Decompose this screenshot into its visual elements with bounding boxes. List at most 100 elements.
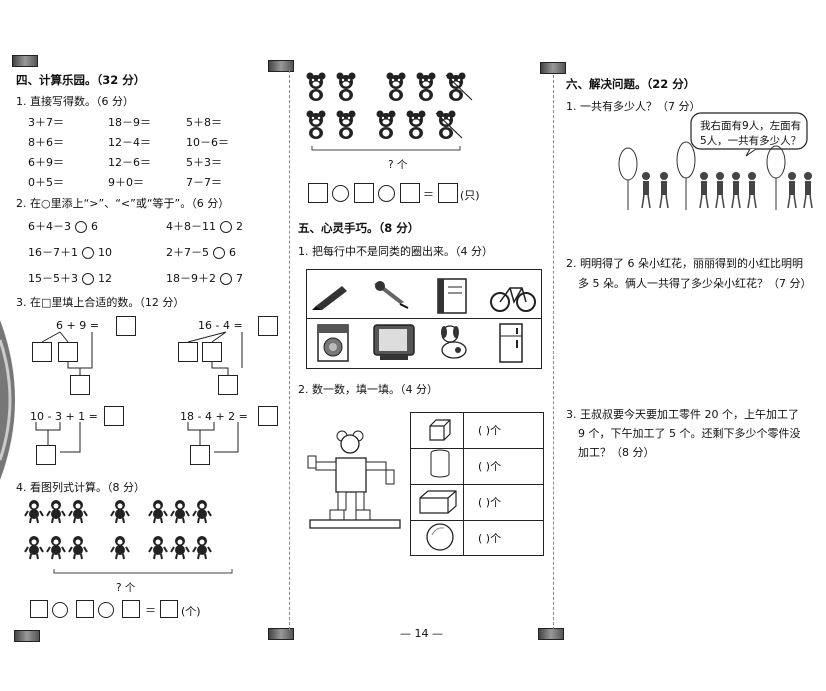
cylinder-icon (430, 449, 450, 478)
refrigerator-icon[interactable] (498, 322, 526, 364)
answer-box[interactable] (308, 183, 328, 203)
compare-circle[interactable] (220, 221, 232, 233)
cuboid-icon (419, 490, 457, 514)
compare-left: 6＋4－3 (28, 220, 71, 233)
tree-expression: 10 - 3 + 1 = (30, 410, 98, 423)
answer-box[interactable] (58, 342, 78, 362)
calc-item: 18－9＝ (108, 116, 151, 129)
shape-count-table (410, 412, 544, 556)
pen-icon[interactable] (370, 280, 410, 310)
compare-circle[interactable] (213, 247, 225, 259)
crayon-icon[interactable] (312, 282, 350, 310)
shape-count-cell[interactable]: ( )个 (478, 532, 502, 545)
tree-expression: 16 - 4 = (198, 319, 243, 332)
answer-box[interactable] (258, 316, 278, 336)
speech-bubble (690, 112, 808, 157)
answer-box[interactable] (30, 600, 48, 618)
compare-circle[interactable] (82, 247, 94, 259)
operator-circle[interactable] (332, 185, 349, 202)
answer-box[interactable] (76, 600, 94, 618)
compare-circle[interactable] (220, 273, 232, 285)
q4-3-title: 3. 在□里填上合适的数。（12 分） (16, 296, 185, 309)
answer-box[interactable] (104, 406, 124, 426)
compare-left: 18－9＋2 (166, 272, 216, 285)
compare-item: 6＋4－3 6 (28, 218, 98, 234)
fold-line-right (553, 70, 554, 630)
q6-1-title: 1. 一共有多少人？（7 分） (566, 100, 701, 113)
equals-sign: ＝ (423, 188, 434, 201)
q6-3-line-3: 加工？（8 分） (578, 446, 655, 459)
calc-item: 5＋3＝ (186, 156, 222, 169)
answer-box[interactable] (160, 600, 178, 618)
equals-sign: ＝ (145, 604, 156, 617)
compare-left: 2＋7－5 (166, 246, 209, 259)
footer-strip-mid (268, 628, 294, 640)
answer-box[interactable] (70, 375, 90, 395)
answer-box[interactable] (116, 316, 136, 336)
shape-count-cell[interactable]: ( )个 (478, 424, 502, 437)
answer-box[interactable] (178, 342, 198, 362)
answer-box[interactable] (438, 183, 458, 203)
answer-box[interactable] (400, 183, 420, 203)
monkey-group-picture (24, 499, 233, 574)
answer-box[interactable] (354, 183, 374, 203)
tree-expression: 6 + 9 = (56, 319, 99, 332)
shape-count-cell[interactable]: ( )个 (478, 460, 502, 473)
compare-circle[interactable] (75, 221, 87, 233)
dog-icon[interactable] (436, 322, 472, 362)
calc-item: 0＋5＝ (28, 176, 64, 189)
q6-2-line-1: 2. 明明得了 6 朵小红花，丽丽得到的小红比明明 (566, 257, 803, 270)
answer-box[interactable] (218, 375, 238, 395)
compare-circle[interactable] (82, 273, 94, 285)
footer-strip-right (538, 628, 564, 640)
section-4-title: 四、计算乐园。（32 分） (16, 73, 146, 87)
compare-right: 10 (98, 246, 112, 259)
tv-icon[interactable] (372, 323, 418, 363)
operator-circle[interactable] (52, 602, 68, 618)
q5-2-title: 2. 数一数，填一填。（4 分） (298, 383, 438, 396)
shape-count-cell[interactable]: ( )个 (478, 496, 502, 509)
q5-1-title: 1. 把每行中不是同类的圈出来。（4 分） (298, 245, 493, 258)
answer-box[interactable] (202, 342, 222, 362)
section-6-title: 六、解决问题。（22 分） (566, 77, 696, 91)
answer-box[interactable] (258, 406, 278, 426)
calc-item: 10－6＝ (186, 136, 229, 149)
page-number: — 14 — (400, 627, 443, 640)
operator-circle[interactable] (378, 185, 395, 202)
answer-box[interactable] (190, 445, 210, 465)
compare-right: 12 (98, 272, 112, 285)
q4-4-title: 4. 看图列式计算。（8 分） (16, 481, 145, 494)
calc-item: 12－4＝ (108, 136, 151, 149)
count-label: ? 个 (388, 159, 408, 171)
q4-2-title: 2. 在○里添上“>”、“<”或“等于”。（6 分） (16, 197, 230, 210)
cube-icon (429, 419, 451, 441)
page-curl-decoration (0, 320, 15, 480)
compare-item: 2＋7－5 6 (166, 244, 236, 260)
bicycle-icon[interactable] (490, 280, 536, 314)
classification-grid (306, 269, 542, 369)
answer-box[interactable] (32, 342, 52, 362)
tree-expression: 18 - 4 + 2 = (180, 410, 248, 423)
answer-box[interactable] (36, 445, 56, 465)
calc-item: 5＋8＝ (186, 116, 222, 129)
compare-left: 16－7＋1 (28, 246, 78, 259)
answer-box[interactable] (122, 600, 140, 618)
footer-strip-left (14, 630, 40, 642)
bear-group-picture (306, 72, 473, 151)
bubble-line-1: 我右面有9人，左面有 (700, 120, 802, 132)
q6-3-line-1: 3. 王叔叔要今天要加工零件 20 个，上午加工了 (566, 408, 799, 421)
operator-circle[interactable] (98, 602, 114, 618)
washing-machine-icon[interactable] (316, 323, 352, 363)
bubble-line-2: 5人，一共有多少人？ (700, 135, 802, 147)
q6-2-line-2: 多 5 朵。俩人一共得了多少朵小红花？（7 分） (578, 277, 812, 290)
unit-label: (个) (181, 605, 201, 618)
calc-item: 9＋0＝ (108, 176, 144, 189)
calc-item: 12－6＝ (108, 156, 151, 169)
calc-item: 7－7＝ (186, 176, 222, 189)
book-icon[interactable] (436, 277, 470, 315)
header-strip-mid (268, 60, 294, 72)
compare-right: 6 (229, 246, 236, 259)
compare-right: 6 (91, 220, 98, 233)
